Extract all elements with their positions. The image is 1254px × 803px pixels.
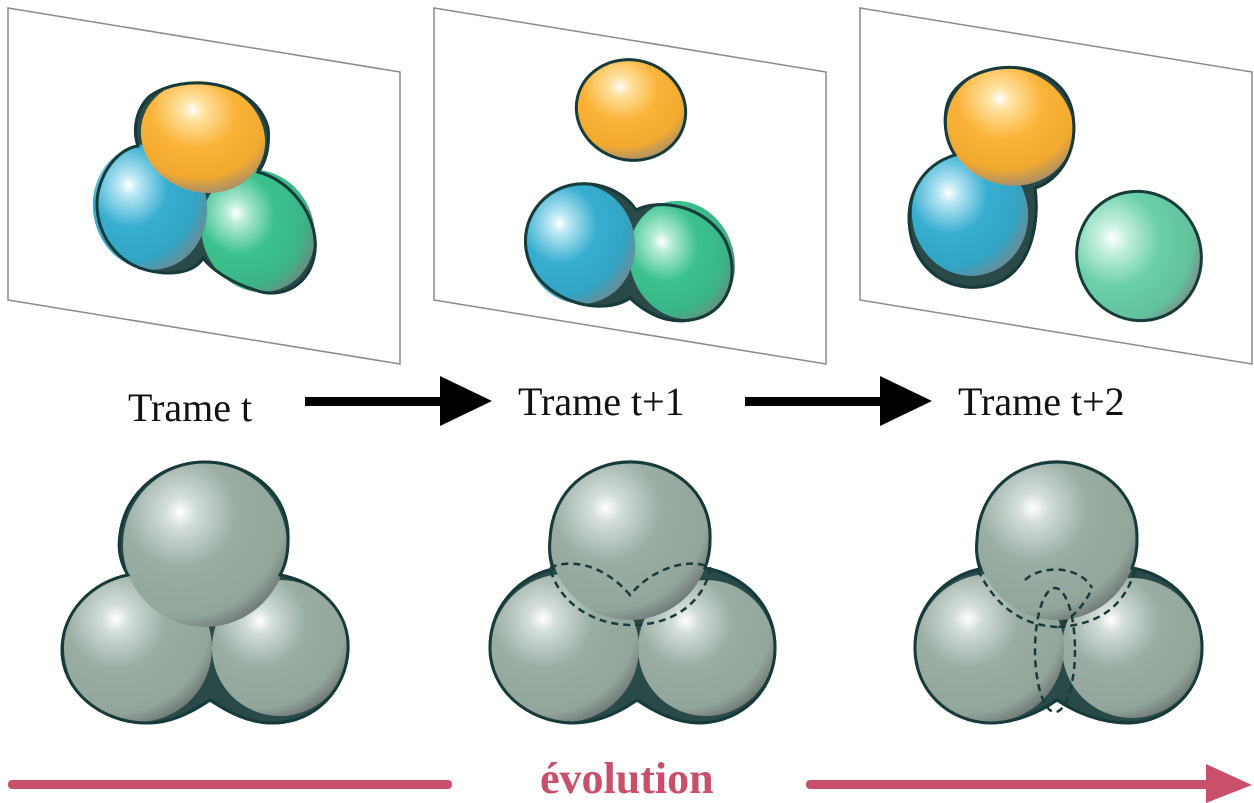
dashed-overlap-top-right [1024, 568, 1137, 629]
orange-blob [574, 58, 688, 162]
evolution-bar: évolution [8, 754, 1252, 803]
dashed-overlap-center [1033, 586, 1077, 714]
frame-label-t: Trame t [128, 385, 252, 430]
frame-panel-t2 [859, 7, 1253, 365]
frame-label-t1: Trame t+1 [518, 379, 685, 424]
sphere-cluster-t [60, 460, 350, 725]
sphere-cluster-t2 [913, 460, 1204, 725]
arrow-right-1 [305, 376, 492, 426]
frame-label-t2: Trame t+2 [958, 379, 1125, 424]
blue-green-blob-stroke [524, 182, 734, 323]
orange-blob [946, 68, 1074, 186]
cluster-stroke [913, 460, 1204, 725]
arrow-right-2 [745, 376, 932, 426]
gray-sphere-top [977, 460, 1137, 620]
dashed-overlap-top-left [976, 569, 1094, 629]
cluster-stroke [488, 460, 777, 725]
gray-sphere-top [123, 463, 287, 627]
evolution-label: évolution [540, 754, 714, 803]
orange-blue-blob-stroke [907, 65, 1076, 289]
evolution-line-left [8, 780, 452, 789]
green-blob [629, 200, 735, 320]
blue-blob [524, 184, 636, 304]
cluster-stroke [60, 460, 350, 725]
gray-sphere-top [550, 460, 710, 620]
sphere-cluster-t1 [488, 460, 777, 725]
gray-sphere-right [1062, 578, 1202, 718]
evolution-line-right [806, 780, 1216, 789]
evolution-arrowhead [1206, 764, 1252, 803]
gray-sphere-right [638, 580, 774, 716]
frame-panel-t [7, 7, 401, 365]
merged-blob-stroke [95, 81, 317, 295]
frame-panel-t1 [433, 7, 827, 365]
green-blob [201, 169, 315, 293]
orange-blob [140, 81, 266, 193]
green-blob [1075, 189, 1203, 323]
